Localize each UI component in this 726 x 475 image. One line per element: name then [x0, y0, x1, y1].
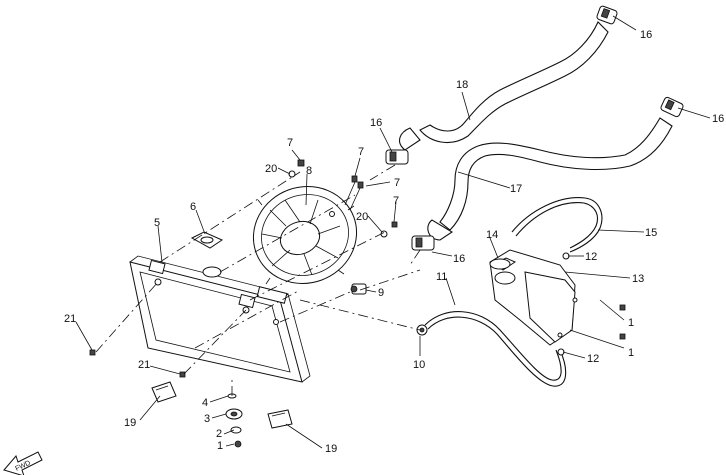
callout-20-a: 20 [265, 163, 277, 175]
reservoir-bolt-1-upper [619, 304, 626, 311]
leader-lines [75, 15, 711, 449]
assembly-centerlines [95, 164, 421, 396]
callout-3: 3 [204, 413, 210, 425]
overflow-hose-15 [511, 197, 603, 253]
callout-11: 11 [436, 271, 447, 283]
callout-18: 18 [456, 79, 468, 91]
rubber-mount-19-right [267, 409, 293, 429]
hose-clamp-16-lower [411, 235, 435, 251]
callout-7-d: 7 [393, 195, 399, 207]
callout-16-mid: 16 [370, 117, 382, 129]
hose-clamp-16-right [660, 96, 684, 118]
hose-clamp-16-top [596, 5, 618, 25]
breather-hose-11 [424, 311, 567, 387]
fan-switch-9 [350, 283, 367, 295]
reservoir-cap-14 [489, 258, 511, 270]
callout-17: 17 [510, 183, 522, 195]
callout-12-upper: 12 [585, 251, 597, 263]
callout-labels: 16 16 18 16 17 7 20 8 7 7 7 20 6 5 16 14… [64, 29, 724, 455]
callout-16-lower: 16 [453, 253, 465, 265]
callout-21-left: 21 [64, 313, 76, 325]
bolt-21-lower [179, 371, 186, 378]
fan-bolts [288, 159, 398, 238]
callout-13: 13 [632, 273, 644, 285]
callout-8: 8 [306, 165, 312, 177]
callout-21-lower: 21 [138, 359, 150, 371]
callout-19-left: 19 [124, 417, 136, 429]
coolant-reservoir-13 [489, 249, 578, 346]
fwd-arrow-icon: FWD [3, 451, 43, 475]
callout-15: 15 [645, 227, 657, 239]
callout-16-top: 16 [640, 29, 652, 41]
callout-7-c: 7 [394, 177, 400, 189]
callout-16-right: 16 [712, 113, 724, 125]
hose-clamp-10 [416, 324, 428, 336]
radiator-5 [129, 255, 311, 383]
callout-2: 2 [216, 428, 222, 440]
hose-clamp-16-mid [385, 149, 409, 165]
callout-4: 4 [202, 397, 208, 409]
rubber-mount-19-left [151, 381, 177, 403]
callout-7-a: 7 [287, 137, 293, 149]
bolt-21-left [89, 349, 96, 356]
callout-9: 9 [378, 287, 384, 299]
callout-5: 5 [154, 217, 160, 229]
callout-14: 14 [486, 229, 498, 241]
callout-7-b: 7 [358, 146, 364, 158]
callout-20-b: 20 [356, 211, 368, 223]
callout-6: 6 [190, 201, 196, 213]
callout-10: 10 [413, 359, 425, 371]
reservoir-bolt-1-lower [619, 333, 626, 340]
upper-hose-18 [399, 21, 609, 151]
grommet-stack-1-4 [225, 393, 243, 448]
callout-1-bottom: 1 [217, 440, 223, 452]
callout-19-right: 19 [325, 443, 337, 455]
radiator-cap-6 [190, 231, 224, 249]
cooling-fan-8 [252, 186, 358, 285]
lower-hose-17 [427, 117, 673, 241]
callout-12-lower: 12 [587, 353, 599, 365]
callout-1-reservoir-lower: 1 [628, 347, 634, 359]
callout-1-reservoir-upper: 1 [628, 317, 634, 329]
